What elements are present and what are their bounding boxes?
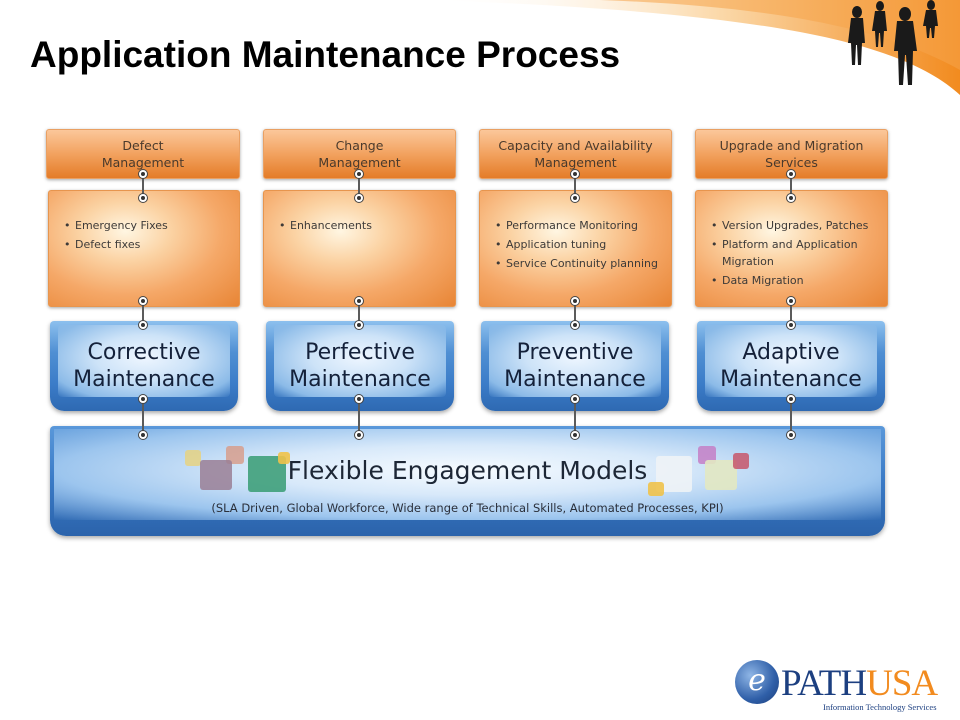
bullet-item: Service Continuity planning xyxy=(495,255,661,272)
bullet-item: Version Upgrades, Patches xyxy=(711,217,877,234)
category-label-line: Management xyxy=(534,155,617,170)
engagement-models-base: Flexible Engagement Models (SLA Driven, … xyxy=(50,426,885,536)
logo-wordmark: PATHUSA xyxy=(781,663,938,704)
maintenance-label: Preventive Maintenance xyxy=(504,340,646,392)
decorative-square-icon xyxy=(278,452,290,464)
connector xyxy=(786,169,796,203)
decorative-square-icon xyxy=(185,450,201,466)
maintenance-label: Adaptive Maintenance xyxy=(720,340,862,392)
base-subtitle: (SLA Driven, Global Workforce, Wide rang… xyxy=(211,501,724,515)
category-label-line: Defect xyxy=(122,138,164,153)
bullet-item: Application tuning xyxy=(495,236,661,253)
detail-box-defect: Emergency Fixes Defect fixes xyxy=(48,190,240,307)
box-highlight xyxy=(58,325,230,397)
connector xyxy=(138,394,148,440)
category-label-line: Upgrade and Migration xyxy=(719,138,864,153)
decorative-square-icon xyxy=(648,482,664,496)
connector xyxy=(786,296,796,330)
logo-tagline: Information Technology Services xyxy=(823,702,937,712)
epathusa-logo: e PATHUSA Information Technology Service… xyxy=(735,660,945,716)
category-label-line: Management xyxy=(101,155,185,170)
box-highlight xyxy=(705,325,877,397)
connector xyxy=(354,296,364,330)
logo-wordmark-part2: USA xyxy=(866,663,938,704)
decorative-square-icon xyxy=(698,446,716,464)
category-label-line: Management xyxy=(318,155,401,170)
maintenance-label: Perfective Maintenance xyxy=(289,340,431,392)
bullet-item: Emergency Fixes xyxy=(64,217,229,234)
connector xyxy=(570,394,580,440)
detail-box-capacity: Performance Monitoring Application tunin… xyxy=(479,190,672,307)
base-title: Flexible Engagement Models xyxy=(287,456,648,485)
connector xyxy=(138,296,148,330)
connector xyxy=(570,296,580,330)
bullet-item: Defect fixes xyxy=(64,236,229,253)
decorative-square-icon xyxy=(705,460,737,490)
connector xyxy=(138,169,148,203)
bullet-item: Performance Monitoring xyxy=(495,217,661,234)
detail-box-upgrade: Version Upgrades, Patches Platform and A… xyxy=(695,190,888,307)
logo-wordmark-part1: PATH xyxy=(781,663,867,704)
detail-box-change: Enhancements xyxy=(263,190,456,307)
page-title: Application Maintenance Process xyxy=(30,34,621,75)
bullet-item: Platform and Application Migration xyxy=(711,236,877,270)
category-label-line: Services xyxy=(765,155,818,170)
connector xyxy=(354,169,364,203)
decorative-square-icon xyxy=(733,453,749,469)
category-label-line: Capacity and Availability xyxy=(498,138,653,153)
decorative-square-icon xyxy=(226,446,244,464)
box-highlight xyxy=(274,325,446,397)
bullet-item: Data Migration xyxy=(711,272,877,289)
connector xyxy=(570,169,580,203)
bullet-item: Enhancements xyxy=(279,217,445,234)
connector xyxy=(354,394,364,440)
header-swoosh-decoration xyxy=(430,0,960,95)
category-label-line: Change xyxy=(335,138,384,153)
box-highlight xyxy=(489,325,661,397)
maintenance-label: Corrective Maintenance xyxy=(73,340,215,392)
business-people-silhouette-icon xyxy=(848,0,938,85)
logo-e-icon: e xyxy=(735,660,779,704)
decorative-square-icon xyxy=(200,460,232,490)
base-highlight xyxy=(54,429,881,520)
connector xyxy=(786,394,796,440)
